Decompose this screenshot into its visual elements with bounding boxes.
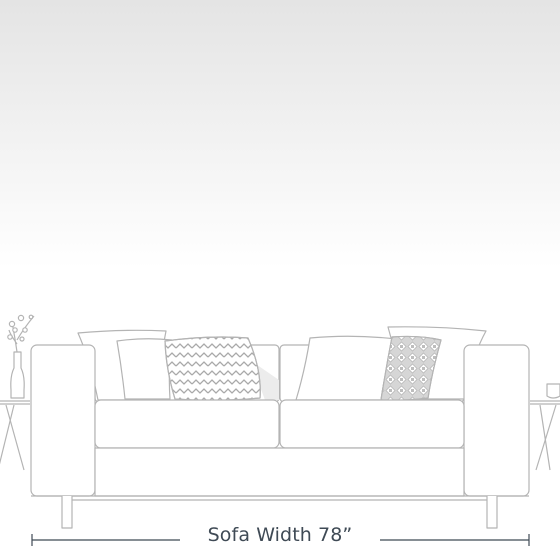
sofa-armrests [30, 344, 530, 497]
seat-cushion-right [279, 399, 465, 449]
left-armrest [30, 344, 96, 497]
pillow-front-right [295, 335, 397, 401]
sofa-width-label: Sofa Width 78” [207, 524, 353, 546]
seat-cushion-left [94, 399, 280, 449]
right-side-table [530, 383, 560, 471]
sofa-base [31, 447, 529, 497]
left-side-table [0, 400, 30, 471]
throw-pillows [77, 326, 487, 401]
sofa-legs [61, 496, 498, 529]
width-dimension-line [31, 534, 530, 546]
pillow-front-left [116, 338, 173, 400]
vase-decor [7, 314, 35, 399]
right-armrest [463, 344, 530, 497]
sofa-seat-cushions [94, 399, 465, 449]
